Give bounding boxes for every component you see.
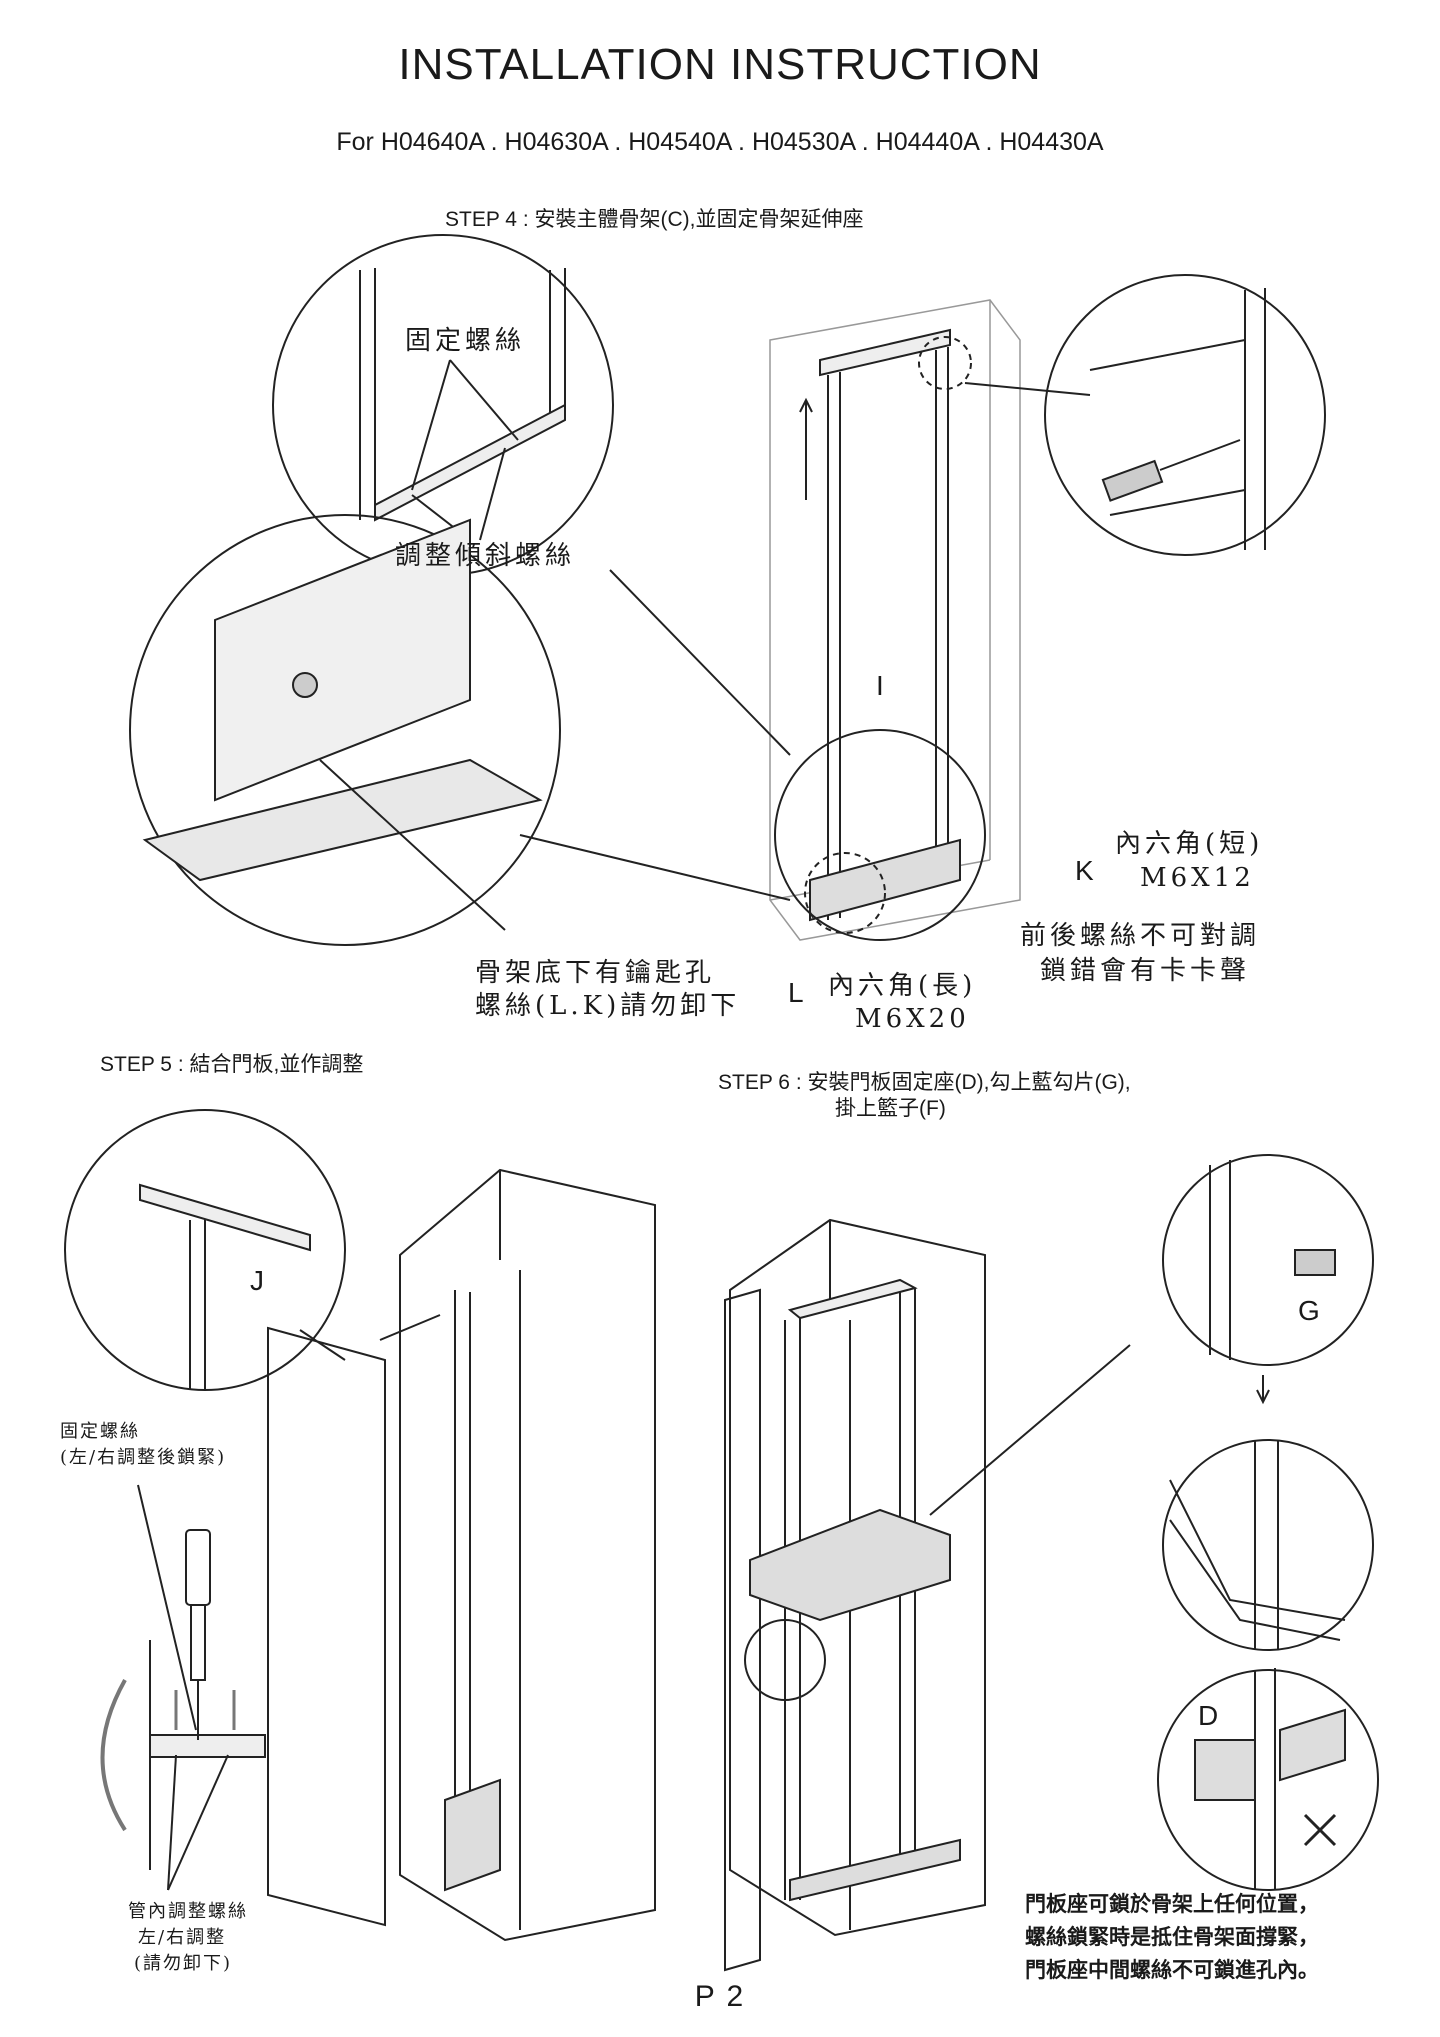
zoom-circle-bracket-J <box>64 1109 346 1391</box>
model-list: For H04640A . H04630A . H04540A . H04530… <box>336 128 1104 156</box>
callout-keyhole-line1: 骨架底下有鑰匙孔 <box>475 958 716 988</box>
label-I: I <box>876 670 884 701</box>
zoom-circle-G-hook <box>1162 1154 1374 1405</box>
zoom-circle-extension-screw <box>1044 274 1326 556</box>
label-J: J <box>250 1265 264 1296</box>
label-D: D <box>1198 1700 1219 1731</box>
label-G: G <box>1298 1295 1320 1326</box>
label-K: K <box>1075 855 1094 886</box>
step5-door-panel <box>267 1326 386 1927</box>
note-line3: 門板座中間螺絲不可鎖進孔內。 <box>1025 1958 1319 1982</box>
note-line2: 螺絲鎖緊時是抵住骨架面撐緊， <box>1025 1925 1319 1949</box>
k-spec-line1: 內六角(短) <box>1115 829 1264 859</box>
callout-fix-screw: 固定螺絲 <box>405 326 526 356</box>
callout-tilt-screw: 調整傾斜螺絲 <box>395 541 576 571</box>
zoom-circle-fix-screws <box>272 234 614 576</box>
step4-heading: STEP 4 : 安裝主體骨架(C),並固定骨架延伸座 <box>445 208 864 231</box>
step6-cabinet <box>724 1218 1131 1972</box>
fix-screw-line1: 固定螺絲 <box>60 1421 140 1442</box>
zoom-circle-keyhole-screw <box>129 514 561 946</box>
callout-keyhole-line2: 螺絲(L.K)請勿卸下 <box>475 991 741 1021</box>
step4-cabinet <box>769 299 1021 941</box>
zoom-circle-door-mount-D <box>1157 1668 1379 1891</box>
l-spec-line1: 內六角(長) <box>828 971 977 1001</box>
step5-heading: STEP 5 : 結合門板,並作調整 <box>100 1053 364 1076</box>
warning-line2: 鎖錯會有卡卡聲 <box>1040 956 1251 986</box>
zoom-circle-basket-hook <box>1162 1439 1374 1651</box>
step4-frame <box>799 328 961 922</box>
warning-line1: 前後螺絲不可對調 <box>1020 921 1261 951</box>
tube-screw-line2: 左/右調整 <box>138 1927 227 1948</box>
label-L: L <box>788 977 804 1008</box>
step6-heading-line2: 掛上籃子(F) <box>835 1097 946 1120</box>
step6-heading-line1: STEP 6 : 安裝門板固定座(D),勾上藍勾片(G), <box>718 1071 1131 1094</box>
k-spec-line2: M6X12 <box>1140 863 1255 893</box>
l-spec-line2: M6X20 <box>855 1004 970 1034</box>
tube-screw-line1: 管內調整螺絲 <box>128 1901 248 1922</box>
page-number: P 2 <box>694 1980 746 2013</box>
step5-cabinet <box>379 1168 656 1942</box>
adjust-detail <box>100 1484 266 1891</box>
note-line1: 門板座可鎖於骨架上任何位置， <box>1025 1892 1319 1916</box>
page-title: INSTALLATION INSTRUCTION <box>398 40 1042 89</box>
fix-screw-line2: (左/右調整後鎖緊) <box>60 1447 227 1468</box>
tube-screw-line3: (請勿卸下) <box>134 1953 233 1974</box>
